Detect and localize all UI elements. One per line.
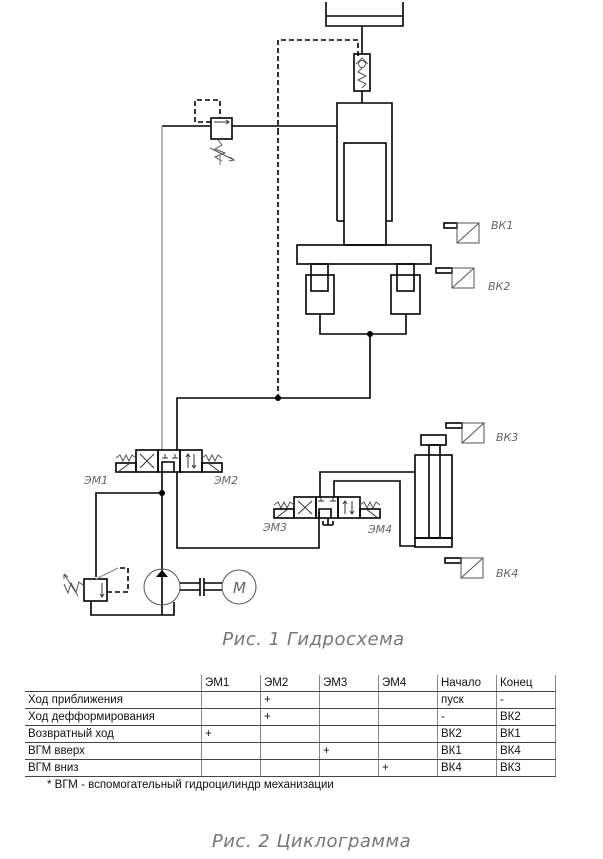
label-em4: ЭМ4 xyxy=(367,523,392,536)
header-cell: ЭМ3 xyxy=(319,675,379,692)
table-cell xyxy=(378,725,438,743)
limit-switch-vk2: ВК2 xyxy=(435,267,510,293)
table-cell xyxy=(319,708,379,726)
table-cell: + xyxy=(260,691,320,709)
table-cell xyxy=(260,725,320,743)
table-cell xyxy=(201,708,261,726)
table-cell: ВК1 xyxy=(496,725,556,743)
table-cell: Возвратный ход xyxy=(25,725,202,743)
table-cell xyxy=(378,708,438,726)
motor-label: M xyxy=(233,579,246,597)
header-cell xyxy=(25,675,202,692)
label-vk3: ВК3 xyxy=(496,431,518,444)
directional-valve-2: ЭМ3 ЭМ4 xyxy=(262,496,392,536)
check-valve xyxy=(353,53,371,92)
table-row: ВГМ вниз + ВК4 ВК3 xyxy=(25,759,556,777)
figure2-caption: Рис. 2 Циклограмма xyxy=(211,831,412,852)
table-cell xyxy=(319,759,379,777)
motor: M xyxy=(221,569,257,605)
table-footnote-row: * ВГМ - вспомогательный гидроцилиндр мех… xyxy=(25,777,556,794)
header-cell: Конец xyxy=(496,675,556,692)
table-cell: ВК4 xyxy=(496,742,556,760)
pressure-relief-valve-bottom xyxy=(63,567,175,616)
header-cell: ЭМ2 xyxy=(260,675,320,692)
table-cell xyxy=(319,691,379,709)
header-cell: ЭМ4 xyxy=(378,675,438,692)
limit-switch-vk1: ВК1 xyxy=(443,219,513,244)
table-cell: ВГМ вверх xyxy=(25,742,202,760)
table-row: ВГМ вверх + ВК1 ВК4 xyxy=(25,742,556,760)
table-header-row: ЭМ1 ЭМ2 ЭМ3 ЭМ4 Начало Конец xyxy=(25,675,556,692)
table-cell xyxy=(378,742,438,760)
pressure-relief-valve-top xyxy=(194,99,236,165)
header-cell: ЭМ1 xyxy=(201,675,261,692)
pilot-line-check-valve xyxy=(277,39,359,130)
label-vk4: ВК4 xyxy=(496,567,518,580)
table-cell xyxy=(260,742,320,760)
table-cell: ВК1 xyxy=(437,742,497,760)
auxiliary-cylinder xyxy=(414,434,453,548)
table-cell xyxy=(378,691,438,709)
table-cell: ВК3 xyxy=(496,759,556,777)
label-vk2: ВК2 xyxy=(488,280,510,293)
table-cell xyxy=(319,725,379,743)
table-cell: ВК4 xyxy=(437,759,497,777)
label-em3: ЭМ3 xyxy=(262,521,287,534)
table-cell: - xyxy=(437,708,497,726)
hydraulic-schematic: ЭМ1 ЭМ2 ЭМ3 ЭМ4 ВК1 xyxy=(63,2,518,616)
return-cylinders xyxy=(176,263,421,450)
label-vk1: ВК1 xyxy=(491,219,513,232)
table-cell: Ход приближения xyxy=(25,691,202,709)
cyclogram-table: ЭМ1 ЭМ2 ЭМ3 ЭМ4 Начало Конец Ход приближ… xyxy=(25,675,556,793)
label-em2: ЭМ2 xyxy=(213,474,238,487)
table-cell: ВК2 xyxy=(437,725,497,743)
main-hydraulic-cylinder xyxy=(336,102,393,246)
top-plate xyxy=(325,2,404,27)
table-cell: ВК2 xyxy=(496,708,556,726)
table-footnote: * ВГМ - вспомогательный гидроцилиндр мех… xyxy=(47,779,334,791)
table-cell xyxy=(201,691,261,709)
table-cell xyxy=(201,742,261,760)
table-cell: + xyxy=(378,759,438,777)
pump xyxy=(143,568,222,606)
directional-valve-1: ЭМ1 ЭМ2 xyxy=(83,449,238,487)
limit-switch-vk4: ВК4 xyxy=(444,557,518,580)
table-cell: пуск xyxy=(437,691,497,709)
header-cell: Начало xyxy=(437,675,497,692)
table-cell: + xyxy=(319,742,379,760)
table-cell: Ход дефформирования xyxy=(25,708,202,726)
table-row: Ход приближения + пуск - xyxy=(25,691,556,709)
crosshead-plate xyxy=(296,244,432,265)
table-cell: + xyxy=(201,725,261,743)
table-cell xyxy=(260,759,320,777)
table-cell xyxy=(201,759,261,777)
limit-switch-vk3: ВК3 xyxy=(445,422,518,444)
table-cell: + xyxy=(260,708,320,726)
table-row: Ход дефформирования + - ВК2 xyxy=(25,708,556,726)
figure1-caption: Рис. 1 Гидросхема xyxy=(222,629,405,650)
table-cell: ВГМ вниз xyxy=(25,759,202,777)
label-em1: ЭМ1 xyxy=(83,474,108,487)
table-row: Возвратный ход + ВК2 ВК1 xyxy=(25,725,556,743)
table-cell: - xyxy=(496,691,556,709)
